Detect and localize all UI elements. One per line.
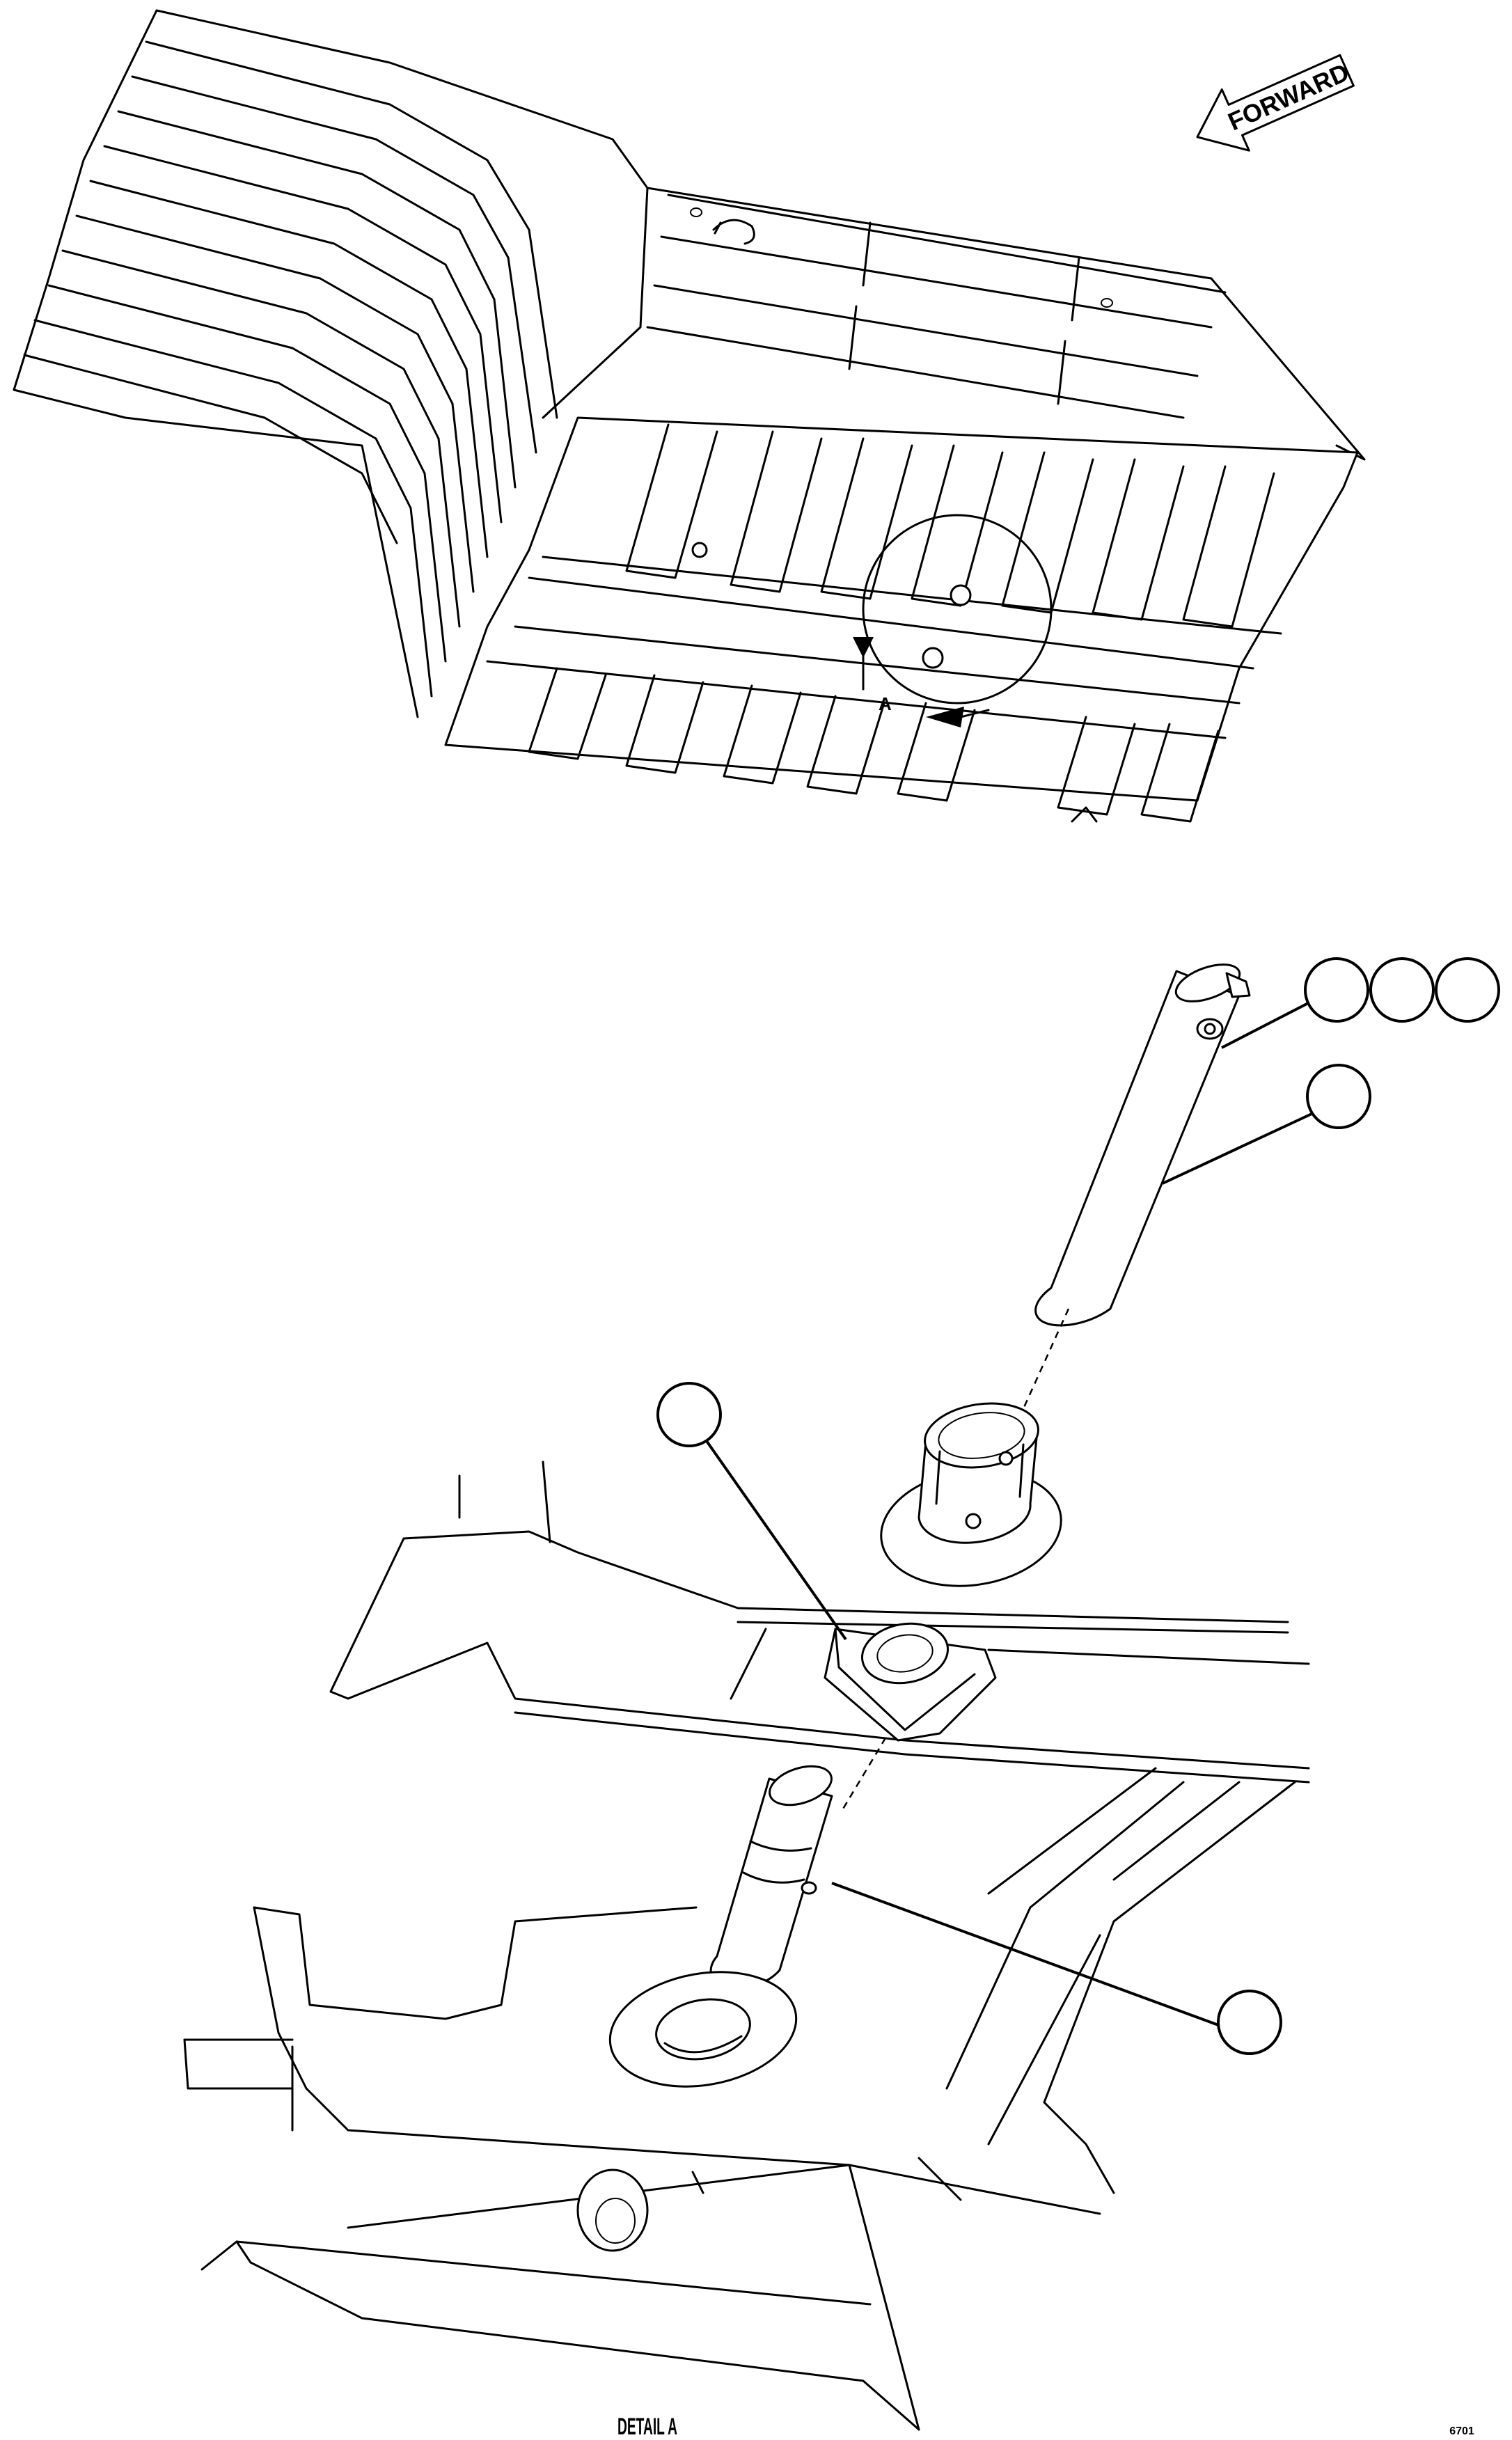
callout-balloon-3 [1435, 957, 1500, 1023]
flanged-bushing [880, 1402, 1062, 1587]
leader-balloon-6 [831, 1882, 1221, 2027]
upper-arm [329, 1461, 1310, 1784]
lower-bushing [709, 1765, 833, 1990]
callout-balloon-4 [1306, 1064, 1371, 1129]
forward-arrow-label: FORWARD [1224, 58, 1353, 136]
axis-line-upper [1001, 1308, 1070, 1456]
detail-a-view [183, 957, 1500, 2431]
forward-arrow: FORWARD [1196, 54, 1355, 152]
callout-balloon-2 [1369, 957, 1435, 1023]
overview-view: A FORWARD [13, 9, 1366, 823]
axis-line-middle [841, 1705, 906, 1811]
detail-circle [853, 514, 1053, 727]
callout-balloon-6 [1217, 1990, 1282, 2055]
underside-fitting [576, 2169, 704, 2252]
detail-view-title: DETAIL A [617, 2414, 677, 2440]
leader-balloon-1 [1221, 1000, 1313, 1049]
frame-boss [608, 1971, 798, 2088]
callout-balloon-1 [1304, 957, 1369, 1023]
upper-rungs [625, 423, 1275, 628]
pin-shaft [1034, 963, 1251, 1327]
arm-lug [824, 1622, 997, 1742]
deck-plate [542, 187, 1366, 461]
drawing-id: 6701 [1449, 2425, 1474, 2437]
leader-balloon-4 [1162, 1109, 1320, 1185]
detail-callout-letter: A [879, 693, 892, 714]
callout-balloon-5 [656, 1382, 722, 1447]
step-slats [13, 9, 649, 718]
leader-balloon-5 [705, 1440, 847, 1641]
lower-frame [183, 1767, 1296, 2431]
ladder-frame [444, 416, 1359, 823]
